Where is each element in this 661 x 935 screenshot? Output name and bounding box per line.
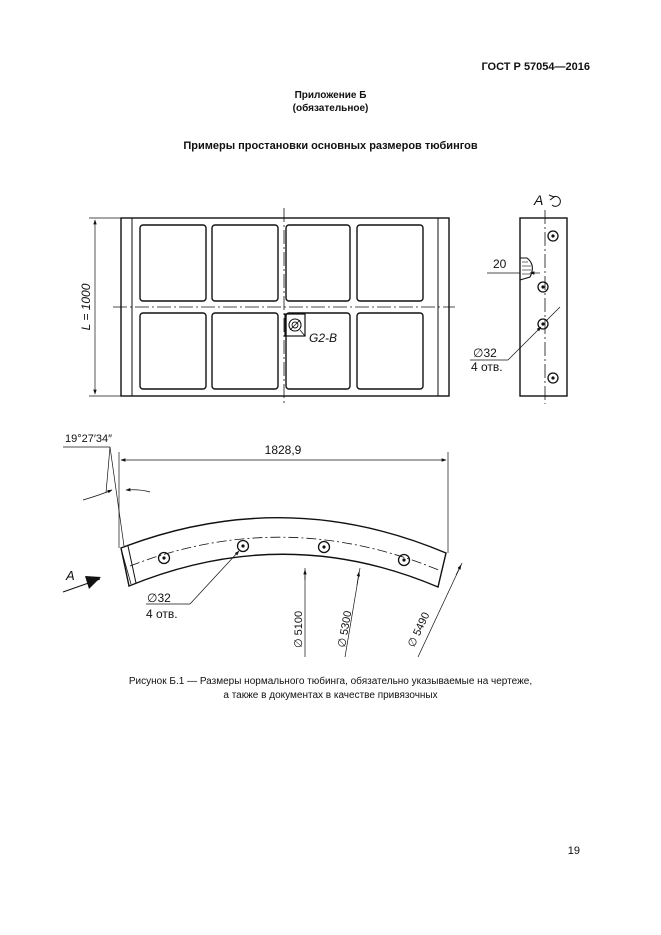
- compartment: [356, 312, 424, 390]
- arc-bolt-hole: [157, 551, 171, 565]
- hole-leader: [507, 326, 542, 361]
- compartment: [139, 224, 207, 302]
- marking-circle: [288, 318, 302, 332]
- marking-inner-circle: [291, 321, 299, 329]
- front-view: [89, 208, 455, 406]
- compartment: [356, 224, 424, 302]
- annex-heading: Приложение Б (обязательное): [200, 89, 461, 115]
- chord-label: 1828,9: [265, 443, 302, 457]
- arc-view: [62, 446, 463, 658]
- compartment: [211, 312, 279, 390]
- diameter-5490: ∅ 5490: [406, 611, 433, 650]
- arc-hole-count: 4 отв.: [146, 607, 178, 621]
- compartment: [285, 224, 351, 302]
- page-number: 19: [567, 845, 580, 857]
- annex-title: Приложение Б: [294, 90, 367, 101]
- arc-segment-outline: [120, 517, 447, 588]
- bolt-hole: [537, 281, 549, 293]
- marking-label: G2-B: [309, 331, 337, 345]
- diameter-5100: ∅ 5100: [293, 611, 305, 648]
- caption-line-1: Рисунок Б.1 — Размеры нормального тюбинг…: [128, 676, 533, 687]
- side-view-outline: [519, 217, 568, 397]
- view-label: A: [533, 192, 543, 208]
- bolt-hole: [547, 372, 559, 384]
- arc-bolt-hole: [317, 540, 331, 554]
- bolt-hole: [547, 230, 559, 242]
- figure-caption: Рисунок Б.1 — Размеры нормального тюбинг…: [90, 675, 571, 703]
- arc-hole-leader: [189, 550, 240, 605]
- side-hole-count: 4 отв.: [471, 360, 503, 374]
- length-dimension-label: L = 1000: [79, 283, 93, 330]
- side-hole-diameter: ∅32: [473, 346, 497, 360]
- angle-label: 19°27′34″: [65, 433, 112, 445]
- arc-bolt-hole: [236, 539, 250, 553]
- standard-designation: ГОСТ Р 57054—2016: [481, 61, 590, 73]
- diameter-5300: ∅ 5300: [336, 610, 354, 649]
- compartment: [139, 312, 207, 390]
- compartment: [211, 224, 279, 302]
- section-title: Примеры простановки основных размеров тю…: [183, 140, 478, 152]
- annex-status: (обязательное): [292, 103, 369, 114]
- view-direction-label: A: [65, 568, 75, 583]
- arc-hole-diameter: ∅32: [147, 591, 171, 605]
- angle-arc: [82, 489, 113, 501]
- side-view: [470, 194, 568, 404]
- groove-profile: [519, 257, 533, 281]
- compartment: [285, 312, 351, 390]
- rotation-icon: [551, 195, 561, 207]
- arc-bolt-hole: [397, 553, 411, 567]
- offset-dimension-label: 20: [493, 257, 507, 271]
- angle-extension: [109, 446, 125, 547]
- diameter-leader: [417, 562, 463, 658]
- marking-boss: [284, 313, 306, 337]
- bolt-hole: [537, 318, 549, 330]
- caption-line-2: а также в документах в качестве привязоч…: [223, 690, 438, 701]
